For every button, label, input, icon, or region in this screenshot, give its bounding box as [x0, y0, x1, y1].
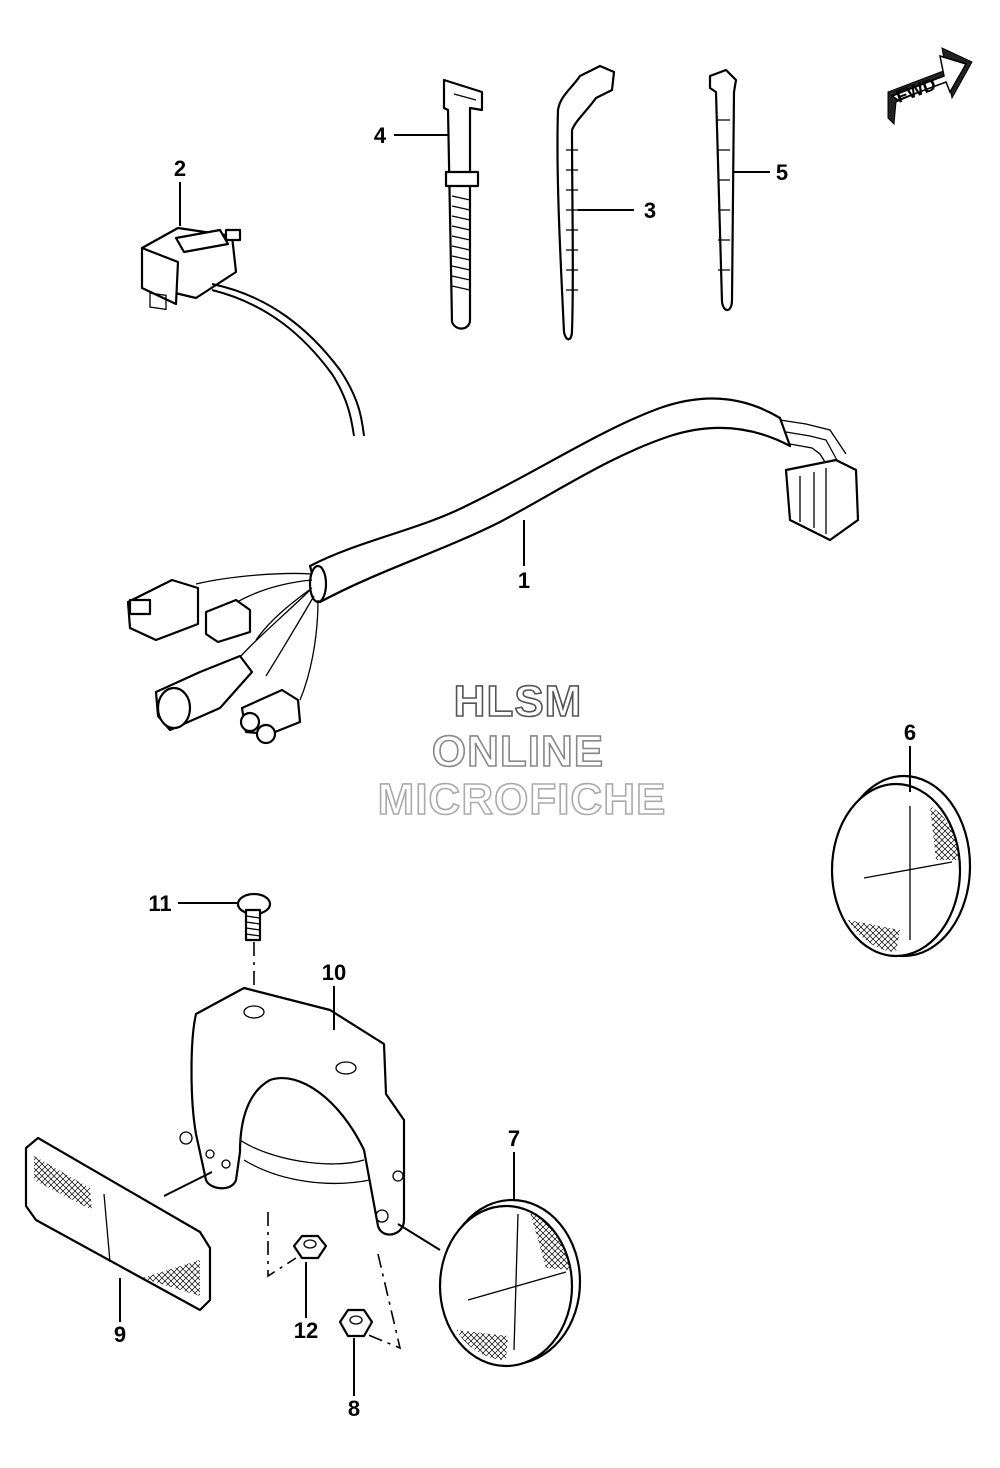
part-3-clamp-tie [556, 64, 616, 341]
callout-leaders [119, 134, 911, 1396]
part-1-wire-harness [126, 397, 860, 745]
watermark-line-1: HLSM [454, 677, 583, 726]
watermark-line-2: ONLINE [432, 727, 604, 776]
callout-6: 6 [904, 720, 916, 745]
callout-9: 9 [114, 1322, 126, 1347]
callout-1: 1 [518, 568, 530, 593]
callout-5: 5 [776, 160, 788, 185]
callout-labels: 1 2 3 4 5 6 7 8 9 10 11 12 [114, 123, 916, 1421]
callout-11: 11 [148, 891, 171, 916]
watermark-line-3: MICROFICHE [378, 775, 667, 824]
callout-8: 8 [348, 1396, 360, 1421]
part-8-nut [338, 1253, 402, 1350]
part-10-bracket [179, 986, 406, 1236]
part-9-reflector [24, 1136, 213, 1312]
part-7-reflector [397, 1198, 582, 1368]
part-12-nut [267, 1212, 328, 1278]
callout-10: 10 [322, 960, 346, 985]
part-6-reflector [830, 774, 972, 958]
fwd-label: FWD [893, 74, 938, 107]
watermark: HLSM ONLINE MICROFICHE [377, 676, 667, 825]
callout-3: 3 [644, 198, 656, 223]
callout-4: 4 [374, 123, 387, 148]
callout-2: 2 [174, 156, 186, 181]
callout-12: 12 [294, 1318, 318, 1343]
part-11-screw [236, 892, 272, 1000]
fwd-arrow-icon: FWD [887, 47, 973, 126]
callout-7: 7 [508, 1126, 520, 1151]
part-5-cable-tie [708, 68, 738, 312]
part-4-band [442, 78, 484, 330]
part-2-switch [140, 226, 365, 437]
